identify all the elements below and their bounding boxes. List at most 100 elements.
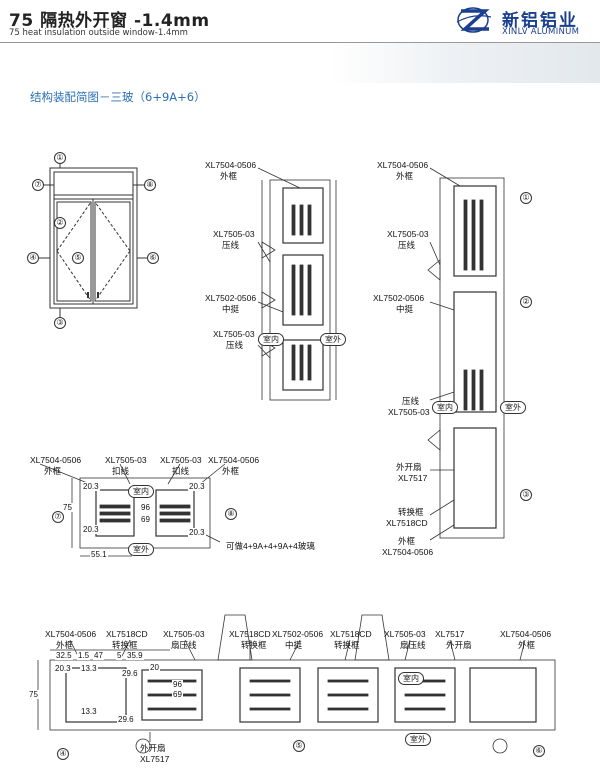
dimension: 13.3 xyxy=(80,664,98,673)
section-b-label-code: XL7502-0506 xyxy=(373,293,425,303)
section-d-label-code: XL7518CD xyxy=(229,629,271,639)
dimension: 55.1 xyxy=(90,550,108,559)
callout-7: ⑦ xyxy=(52,511,64,523)
glass-note: 可做4+9A+4+9A+4玻璃 xyxy=(226,541,315,551)
dimension: 32.5 xyxy=(55,651,73,660)
section-d-label-name: 转换框 xyxy=(241,640,267,650)
section-c-label-code: XL7504-0506 xyxy=(30,455,82,465)
dimension: 35.9 xyxy=(126,651,144,660)
section-c-label-name: 外框 xyxy=(44,466,62,476)
section-b-label-name: 压线 xyxy=(402,396,420,406)
dimension: 20.3 xyxy=(188,482,206,491)
section-b-label-name: 外开扇 xyxy=(396,462,422,472)
dimension: 29.6 xyxy=(117,715,135,724)
page-title: 75 隔热外开窗 -1.4mm xyxy=(9,11,210,31)
section-d-label-name: 外框 xyxy=(518,640,536,650)
section-a-label-code: XL7505-03 xyxy=(213,329,255,339)
callout-8: ⑧ xyxy=(225,508,237,520)
section-c-label-name: 扣线 xyxy=(172,466,190,476)
dimension: 20.3 xyxy=(82,482,100,491)
section-a-label-code: XL7505-03 xyxy=(213,229,255,239)
section-b-label-code: XL7518CD xyxy=(386,518,428,528)
section-b-label-code: XL7504-0506 xyxy=(377,160,429,170)
outside-tag: 室外 xyxy=(320,333,346,346)
section-b-drawing xyxy=(427,167,505,541)
dimension: 20.3 xyxy=(188,528,206,537)
bottom-sash-code: XL7517 xyxy=(140,754,170,764)
header-band xyxy=(0,43,600,83)
callout-4: ④ xyxy=(57,748,69,760)
section-b-label-name: 外框 xyxy=(396,171,414,181)
bottom-sash-name: 外开扇 xyxy=(140,743,166,753)
dimension: 69 xyxy=(172,690,183,699)
inside-tag: 室内 xyxy=(128,485,154,498)
inside-tag: 室内 xyxy=(432,401,458,414)
section-b-label-code: XL7517 xyxy=(398,473,428,483)
section-d-label-code: XL7505-03 xyxy=(163,629,205,639)
dimension: 75 xyxy=(62,503,73,512)
callout-5: ⑤ xyxy=(72,252,84,264)
callout-3: ③ xyxy=(520,489,532,501)
section-b-label-name: 转换框 xyxy=(398,507,424,517)
callout-6: ⑥ xyxy=(533,745,545,757)
section-a-label-code: XL7502-0506 xyxy=(205,293,257,303)
section-b-label-code: XL7505-03 xyxy=(387,229,429,239)
section-a-label-name: 压线 xyxy=(222,240,240,250)
section-c-label-name: 外框 xyxy=(222,466,240,476)
section-c-label-code: XL7504-0506 xyxy=(208,455,260,465)
section-c-label-code: XL7505-03 xyxy=(105,455,147,465)
section-a-drawing xyxy=(257,167,337,401)
section-d-label-name: 转换框 xyxy=(112,640,138,650)
section-d-label-name: 扇压线 xyxy=(400,640,426,650)
outside-tag: 室外 xyxy=(128,543,154,556)
section-d-label-name: 外开扇 xyxy=(446,640,472,650)
callout-7: ⑦ xyxy=(32,179,44,191)
dimension: 20 xyxy=(149,663,160,672)
callout-3: ③ xyxy=(54,317,66,329)
inside-tag: 室内 xyxy=(258,333,284,346)
brand-logo-icon xyxy=(455,5,495,39)
dimension: 5 xyxy=(116,651,123,660)
brand-name-en: XINLV ALUMINUM xyxy=(502,27,580,37)
section-c-label-name: 扣线 xyxy=(112,466,130,476)
window-elevation-drawing xyxy=(38,160,148,318)
section-d-label-code: XL7518CD xyxy=(106,629,148,639)
section-d-label-code: XL7504-0506 xyxy=(45,629,97,639)
section-d-label-name: 转换框 xyxy=(334,640,360,650)
section-b-label-name: 外框 xyxy=(398,536,416,546)
section-c-drawing xyxy=(39,463,226,557)
callout-5: ⑤ xyxy=(293,740,305,752)
callout-6: ⑥ xyxy=(147,252,159,264)
callout-1: ① xyxy=(54,152,66,164)
brand-name-cn: 新铝铝业 xyxy=(502,11,578,31)
section-b-label-name: 压线 xyxy=(398,240,416,250)
section-d-label-code: XL7502-0506 xyxy=(272,629,324,639)
section-a-label-name: 压线 xyxy=(226,340,244,350)
outside-tag: 室外 xyxy=(405,733,431,746)
section-d-label-name: 外框 xyxy=(56,640,74,650)
dimension: 96 xyxy=(172,680,183,689)
dimension: 13.3 xyxy=(80,707,98,716)
callout-4: ④ xyxy=(27,252,39,264)
dimension: 29.6 xyxy=(121,669,139,678)
outside-tag: 室外 xyxy=(500,401,526,414)
callout-2: ② xyxy=(54,217,66,229)
dimension: 20.3 xyxy=(54,664,72,673)
dimension: 47 xyxy=(93,651,104,660)
section-b-label-code: XL7504-0506 xyxy=(382,547,434,557)
dimension: 69 xyxy=(140,515,151,524)
section-d-label-name: 中挺 xyxy=(285,640,303,650)
section-a-label-code: XL7504-0506 xyxy=(205,160,257,170)
dimension: 20.3 xyxy=(82,525,100,534)
callout-2: ② xyxy=(520,296,532,308)
section-a-label-name: 外框 xyxy=(220,171,238,181)
page-subtitle: 75 heat insulation outside window-1.4mm xyxy=(9,28,188,38)
dimension: 96 xyxy=(140,503,151,512)
section-title: 结构装配简图－三玻（6+9A+6） xyxy=(30,90,206,104)
section-d-label-code: XL7518CD xyxy=(330,629,372,639)
section-d-label-code: XL7505-03 xyxy=(384,629,426,639)
section-d-label-code: XL7517 xyxy=(435,629,465,639)
header-divider xyxy=(0,42,600,43)
section-d-label-name: 扇压线 xyxy=(171,640,197,650)
dimension: 75 xyxy=(28,690,39,699)
